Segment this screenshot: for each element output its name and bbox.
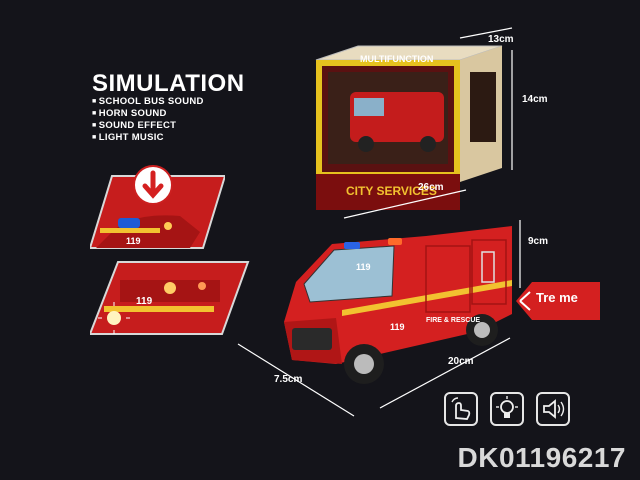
feature-item: LIGHT MUSIC (92, 132, 204, 144)
feature-item: SCHOOL BUS SOUND (92, 96, 204, 108)
press-hand-icon (444, 392, 478, 426)
truck-number-top: 119 (356, 262, 371, 272)
try-me-arrow-icon (516, 282, 600, 320)
feature-item: HORN SOUND (92, 108, 204, 120)
truck-side-text: FIRE & RESCUE (426, 317, 480, 324)
truck-length-dimension: 20cm (448, 356, 474, 367)
detail-panel-bottom: 119 (90, 261, 250, 335)
light-bulb-icon (490, 392, 524, 426)
truck-width-dimension: 7.5cm (274, 374, 303, 385)
detail-panel-top: 119 (90, 175, 225, 249)
feature-item: SOUND EFFECT (92, 120, 204, 132)
sound-wave-icon (536, 392, 570, 426)
svg-text:119: 119 (136, 296, 153, 307)
feature-list: SCHOOL BUS SOUND HORN SOUND SOUND EFFECT… (92, 96, 204, 144)
truck-dimension-lines (237, 220, 521, 417)
truck-height-dimension: 9cm (528, 236, 549, 247)
fire-truck-image: 119 119 FIRE & RESCUE (284, 226, 512, 384)
svg-text:119: 119 (126, 236, 141, 246)
box-brand-label: CITY SERVICES (346, 184, 437, 198)
product-title: SIMULATION (92, 70, 245, 97)
box-dimension-lines (343, 27, 513, 219)
box-height-dimension: 14cm (522, 94, 548, 105)
product-box: MULTIFUNCTION CITY SERVICES (315, 45, 503, 210)
box-width-dimension: 13cm (488, 34, 514, 45)
truck-number-side: 119 (390, 322, 405, 332)
box-length-dimension: 26cm (418, 182, 444, 193)
try-me-label: Tre me (536, 290, 578, 305)
model-code: DK01196217 (457, 442, 626, 473)
box-top-label: MULTIFUNCTION (360, 54, 433, 64)
press-arrow-icon (133, 165, 173, 205)
